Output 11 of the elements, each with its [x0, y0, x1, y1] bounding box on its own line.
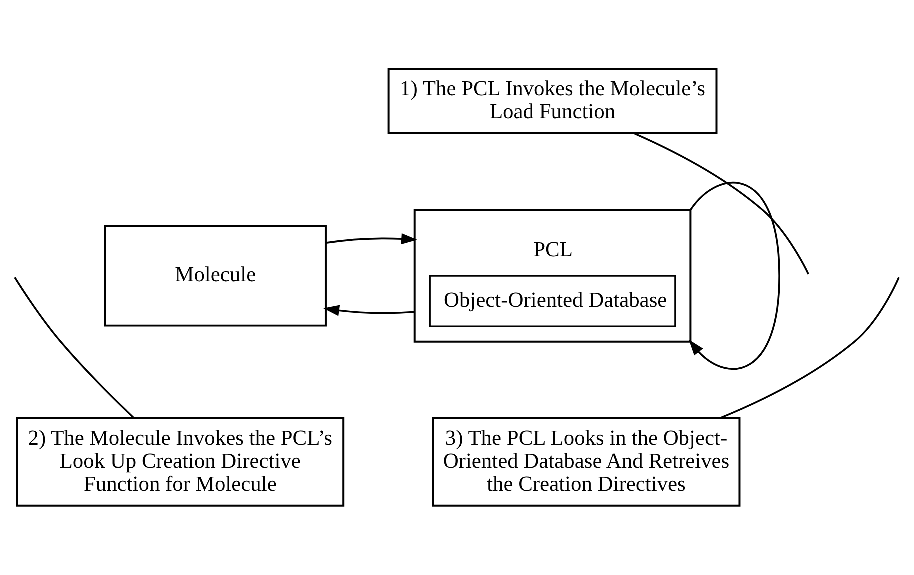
node-box: 1) The PCL Invokes the Molecule’s Load Function	[388, 68, 718, 134]
node-box: 2) The Molecule Invokes the PCL’s Look Up Creation Directive Function for Molecule	[16, 418, 345, 507]
connector	[720, 277, 900, 420]
connector	[14, 277, 135, 420]
node-box: Molecule	[104, 225, 327, 327]
arrow	[324, 305, 415, 316]
connector	[634, 132, 810, 275]
arrow	[688, 182, 780, 370]
arrow	[326, 233, 418, 245]
node-box: PCL Object-Oriented Database	[414, 209, 692, 343]
node-box: 3) The PCL Looks in the Object-Oriented Database And Retreives the Creation Directives	[432, 418, 741, 507]
